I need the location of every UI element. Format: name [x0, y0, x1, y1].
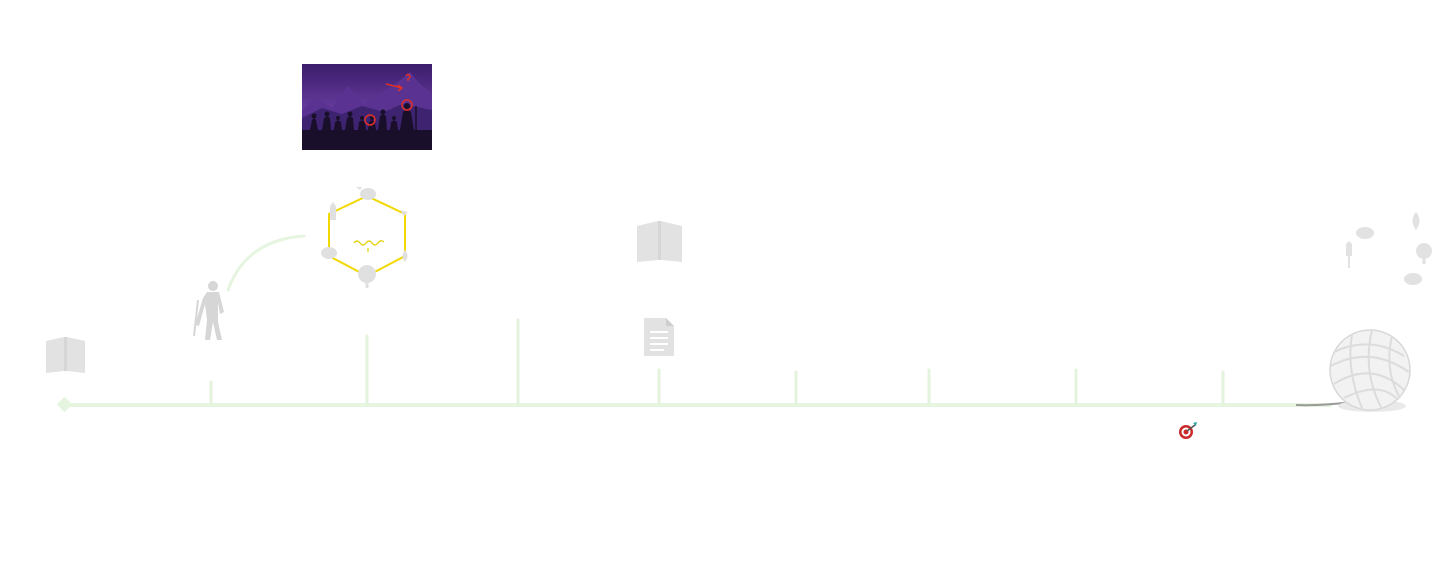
connector-arc	[226, 234, 306, 292]
wolf-icon	[1356, 227, 1374, 239]
fellowship-scene-thumbnail[interactable]	[302, 64, 432, 150]
target-dart-icon[interactable]	[1179, 422, 1197, 439]
document-icon[interactable]	[644, 318, 674, 356]
flame-icon	[402, 250, 408, 262]
dragon-icon	[360, 188, 376, 200]
yarn-ball-icon[interactable]	[1329, 329, 1411, 412]
signature-scribble	[353, 240, 385, 246]
timeline-start-marker[interactable]	[56, 396, 73, 413]
tree-icon	[358, 265, 376, 283]
flame-icon	[1412, 212, 1420, 230]
figure-icon	[330, 202, 336, 220]
characters-cluster-icon[interactable]	[1346, 212, 1432, 285]
leaf-icon	[400, 210, 408, 216]
scene-annotations	[364, 73, 413, 126]
timeline-ticks	[209, 318, 1225, 407]
figure-icon	[1346, 241, 1352, 268]
open-book-icon[interactable]	[46, 337, 85, 373]
wolf-icon	[356, 187, 362, 190]
bear-icon	[321, 247, 337, 259]
hiker-silhouette-icon[interactable]	[193, 281, 224, 340]
lion-icon	[1404, 273, 1422, 285]
tree-icon	[1416, 243, 1432, 259]
character-hexagon-icon[interactable]	[321, 187, 408, 288]
open-book-icon[interactable]	[637, 221, 682, 262]
